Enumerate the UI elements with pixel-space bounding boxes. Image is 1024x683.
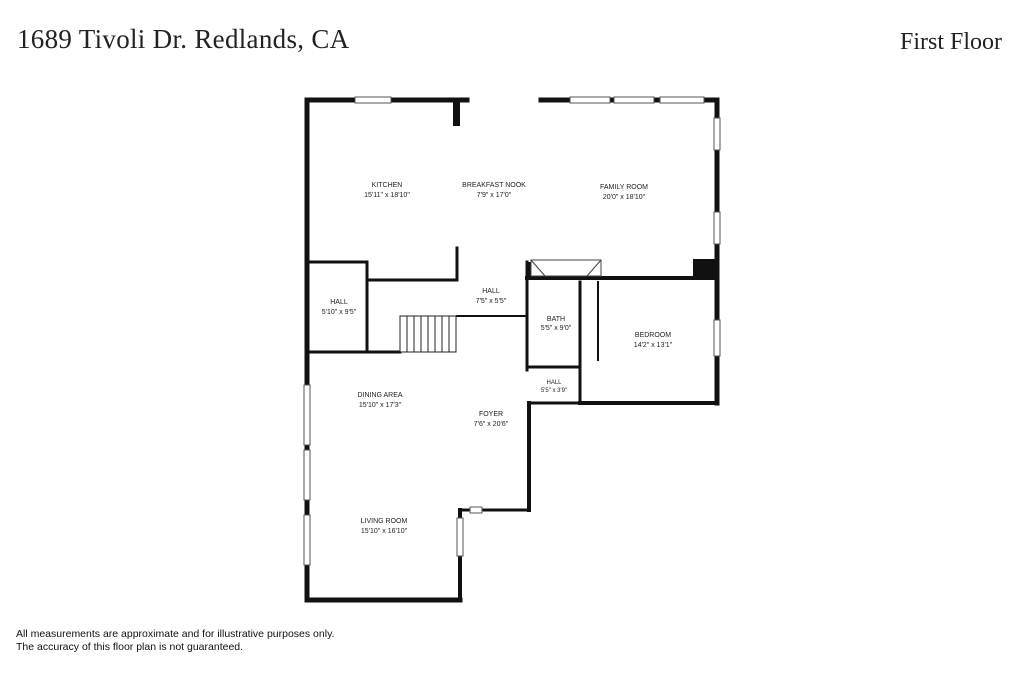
room-name: BEDROOM — [635, 332, 671, 339]
floor-title: First Floor — [899, 29, 1002, 55]
room-name: FOYER — [479, 411, 503, 418]
room-size: 14'2" x 13'1" — [634, 342, 673, 349]
room-name: BREAKFAST NOOK — [462, 182, 526, 189]
room-name: DINING AREA — [357, 392, 402, 399]
disclaimer-line: The accuracy of this floor plan is not g… — [16, 641, 244, 653]
room-name: HALL — [482, 288, 500, 295]
room-name: FAMILY ROOM — [600, 184, 648, 191]
room-size: 15'10" x 17'3" — [359, 402, 402, 409]
room-name: HALL — [330, 299, 348, 306]
room-name: HALL — [546, 380, 562, 386]
disclaimer-line: All measurements are approximate and for… — [16, 628, 335, 640]
walls — [304, 97, 720, 603]
address-title: 1689 Tivoli Dr. Redlands, CA — [17, 24, 350, 54]
staircase — [399, 315, 457, 353]
room-name: LIVING ROOM — [361, 518, 408, 525]
room-size: 5'10" x 9'5" — [322, 309, 357, 316]
wall-blocks — [453, 100, 717, 280]
room-size: 7'6" x 20'6" — [474, 421, 509, 428]
windows — [303, 96, 721, 566]
room-size: 20'0" x 18'10" — [603, 194, 646, 201]
room-name: BATH — [547, 316, 565, 323]
room-size: 15'11" x 18'10" — [364, 192, 410, 199]
room-size: 5'5" x 3'9" — [541, 388, 567, 394]
room-size: 5'5" x 9'0" — [541, 325, 572, 332]
room-size: 7'5" x 5'5" — [476, 298, 507, 305]
room-labels: KITCHEN 15'11" x 18'10" BREAKFAST NOOK 7… — [322, 182, 673, 535]
room-size: 7'9" x 17'0" — [477, 192, 512, 199]
room-name: KITCHEN — [372, 182, 403, 189]
room-size: 15'10" x 16'10" — [361, 528, 408, 535]
fireplace — [530, 259, 602, 277]
